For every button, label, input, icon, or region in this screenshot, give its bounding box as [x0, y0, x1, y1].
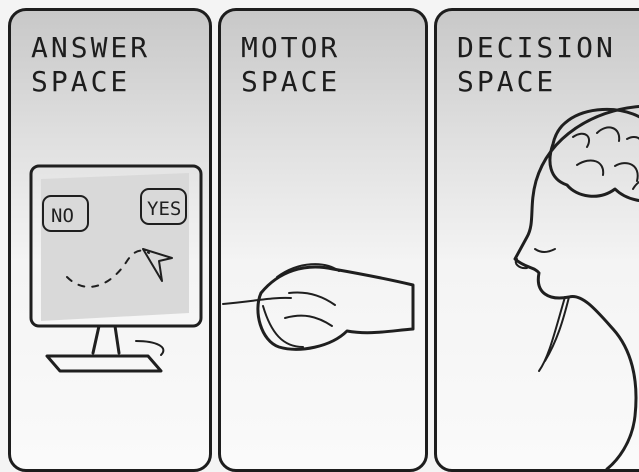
answer-space-panel: ANSWER SPACE NO YES	[8, 8, 212, 472]
motor-space-title: MOTOR SPACE	[241, 31, 341, 98]
hand-on-mouse-drawing	[222, 263, 415, 351]
decision-space-title: DECISION SPACE	[457, 31, 616, 98]
yes-button-label: YES	[147, 198, 181, 220]
mouse-cursor-icon	[142, 248, 173, 282]
motor-space-panel: MOTOR SPACE	[218, 8, 428, 472]
computer-monitor-drawing: NO YES	[29, 164, 203, 373]
no-button-label: NO	[51, 205, 74, 227]
answer-space-title: ANSWER SPACE	[31, 31, 151, 98]
no-button-icon	[42, 195, 89, 232]
yes-button-icon	[140, 188, 187, 225]
decision-space-panel: DECISION SPACE	[434, 8, 639, 472]
head-with-brain-drawing	[513, 105, 639, 469]
